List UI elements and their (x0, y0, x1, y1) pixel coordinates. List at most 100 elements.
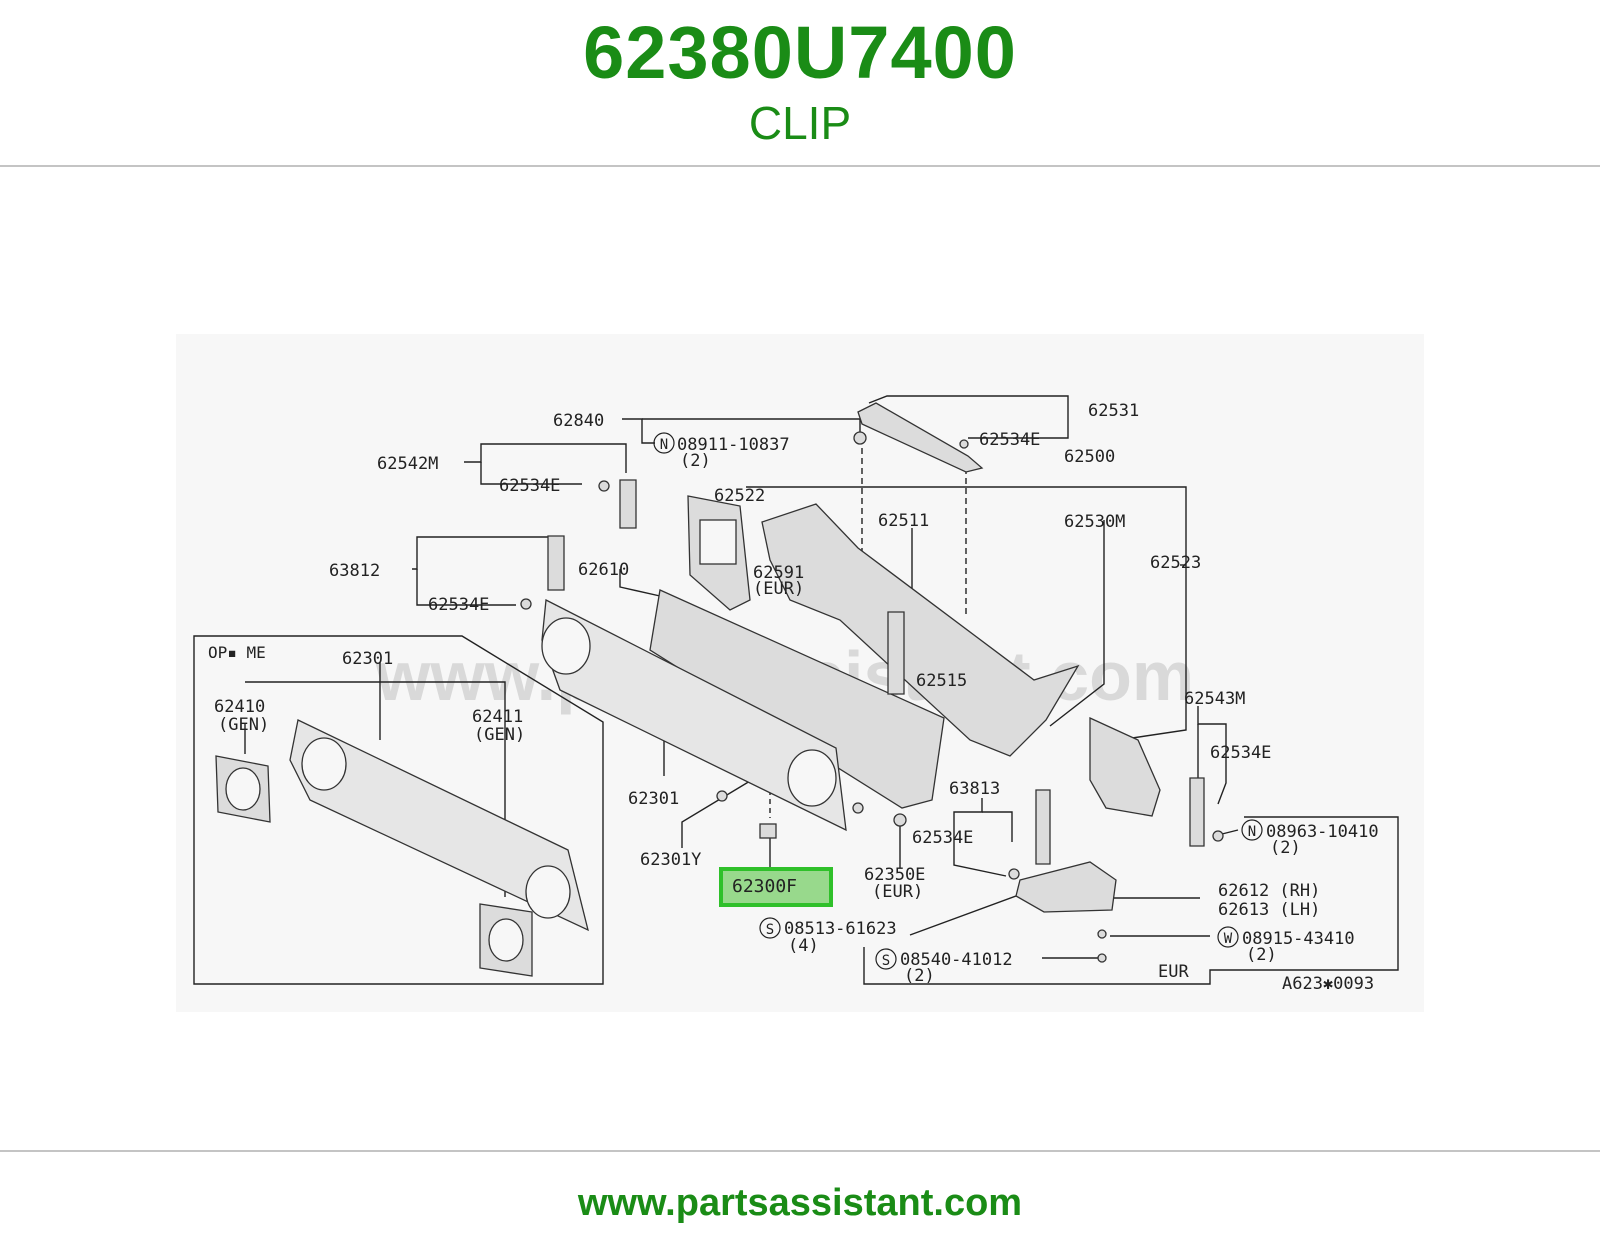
label-08540[interactable]: 08540-41012 (900, 950, 1013, 970)
label-62591[interactable]: 62591 (753, 563, 804, 583)
screw-08513 (852, 802, 864, 814)
s-circle-08540 (875, 948, 897, 970)
label-08911-qty: (2) (680, 451, 711, 471)
diagram-canvas: www.partsassistant.com (176, 334, 1424, 1012)
label-08915[interactable]: 08915-43410 (1242, 929, 1355, 949)
fastener-62534e-b (598, 480, 610, 492)
label-08513-qty: (4) (788, 936, 819, 956)
label-62301y[interactable]: 62301Y (640, 850, 701, 870)
s-symbol-08540: S (882, 953, 890, 969)
leader-63812 (412, 536, 548, 570)
brace-62531 (857, 402, 984, 473)
label-62410-gen: (GEN) (218, 715, 269, 735)
option-grille-lamp-right (525, 865, 571, 919)
label-62522[interactable]: 62522 (714, 486, 765, 506)
n-circle-08963 (1241, 819, 1263, 841)
option-box-label: OP▪ ME (208, 643, 266, 662)
n-symbol-08911: N (660, 437, 668, 453)
label-62511[interactable]: 62511 (878, 511, 929, 531)
panel-62610 (649, 589, 945, 809)
leader-62610 (619, 569, 661, 597)
n-circle-08911 (653, 432, 675, 454)
leader-62543m (1197, 706, 1227, 805)
label-62531[interactable]: 62531 (1088, 401, 1139, 421)
label-08963[interactable]: 08963-10410 (1266, 822, 1379, 842)
part-name-subtitle: CLIP (748, 97, 852, 149)
bracket-63813 (1035, 789, 1051, 865)
label-62610[interactable]: 62610 (578, 560, 629, 580)
header-divider (0, 165, 1600, 167)
label-08963-qty: (2) (1270, 838, 1301, 858)
label-08540-qty: (2) (904, 966, 935, 986)
label-62301[interactable]: 62301 (628, 789, 679, 809)
highlight-box (719, 867, 833, 907)
fastener-62534e-c (520, 598, 532, 610)
label-62530m[interactable]: 62530M (1064, 512, 1125, 532)
label-62612[interactable]: 62612 (RH) (1218, 881, 1320, 901)
washer-08915 (1097, 929, 1107, 939)
brace-62515 (887, 611, 905, 695)
footer-website-link[interactable]: www.partsassistant.com (577, 1182, 1023, 1224)
w-symbol-08915: W (1224, 931, 1233, 947)
fastener-62350e (893, 813, 907, 827)
eur-box-outline (863, 816, 1399, 985)
label-08911[interactable]: 08911-10837 (677, 435, 790, 455)
clip-62300f (759, 823, 777, 839)
label-62534e-a[interactable]: 62534E (979, 430, 1040, 450)
lamp-62612 (1015, 861, 1117, 913)
s-circle-08513 (759, 917, 781, 939)
fastener-62534e-e (1008, 868, 1020, 880)
bezel-62410-opening (225, 767, 261, 811)
n-symbol-08963: N (1248, 824, 1256, 840)
label-62515[interactable]: 62515 (916, 671, 967, 691)
bracket-63812 (547, 535, 565, 591)
label-08915-qty: (2) (1246, 945, 1277, 965)
option-box-outline (193, 635, 604, 985)
leader-62500 (746, 486, 1187, 742)
clip-62301y (716, 790, 728, 802)
part-number-title: 62380U7400 (583, 11, 1017, 94)
leader-62840 (622, 418, 655, 444)
label-63813[interactable]: 63813 (949, 779, 1000, 799)
label-62301-opt[interactable]: 62301 (342, 649, 393, 669)
label-62534e-e[interactable]: 62534E (912, 828, 973, 848)
fastener-62534e-top (959, 439, 969, 449)
leader-62534e-c (416, 569, 516, 606)
label-62410[interactable]: 62410 (214, 697, 265, 717)
label-62350e[interactable]: 62350E (864, 865, 925, 885)
label-62613[interactable]: 62613 (LH) (1218, 900, 1320, 920)
grille-62301 (541, 598, 847, 832)
label-62500[interactable]: 62500 (1064, 447, 1115, 467)
label-62534e-d[interactable]: 62534E (1210, 743, 1271, 763)
label-62350e-eur: (EUR) (872, 882, 923, 902)
fastener-08911 (853, 431, 867, 445)
label-62523[interactable]: 62523 (1150, 553, 1201, 573)
label-63812[interactable]: 63812 (329, 561, 380, 581)
footer-divider (0, 1150, 1600, 1152)
nut-08963 (1212, 830, 1224, 842)
label-08513[interactable]: 08513-61623 (784, 919, 897, 939)
leader-62530m (1049, 520, 1105, 727)
highlighted-part-label[interactable]: 62300F (732, 876, 797, 897)
leader-62534e-top (968, 410, 1069, 439)
label-62411[interactable]: 62411 (472, 707, 523, 727)
eur-box-label: EUR (1158, 962, 1189, 982)
label-62542m[interactable]: 62542M (377, 454, 438, 474)
grille-62301-lamp-left (541, 617, 591, 675)
leader-08963 (1221, 829, 1239, 835)
label-62534e-b[interactable]: 62534E (499, 476, 560, 496)
leader-63813-b (982, 811, 1013, 842)
option-grille-lamp-left (301, 737, 347, 791)
w-circle-08915 (1217, 926, 1239, 948)
s-symbol-08513: S (766, 922, 774, 938)
leader-62534e-b (480, 462, 582, 485)
panel-62523 (1089, 716, 1161, 817)
label-62543m[interactable]: 62543M (1184, 689, 1245, 709)
label-62534e-c[interactable]: 62534E (428, 595, 489, 615)
support-62500 (761, 503, 1080, 757)
label-62411-gen: (GEN) (474, 725, 525, 745)
label-62591-eur: (EUR) (753, 579, 804, 599)
label-62840[interactable]: 62840 (553, 411, 604, 431)
bezel-62411-opening (488, 918, 524, 962)
bracket-62543m (1189, 777, 1205, 847)
